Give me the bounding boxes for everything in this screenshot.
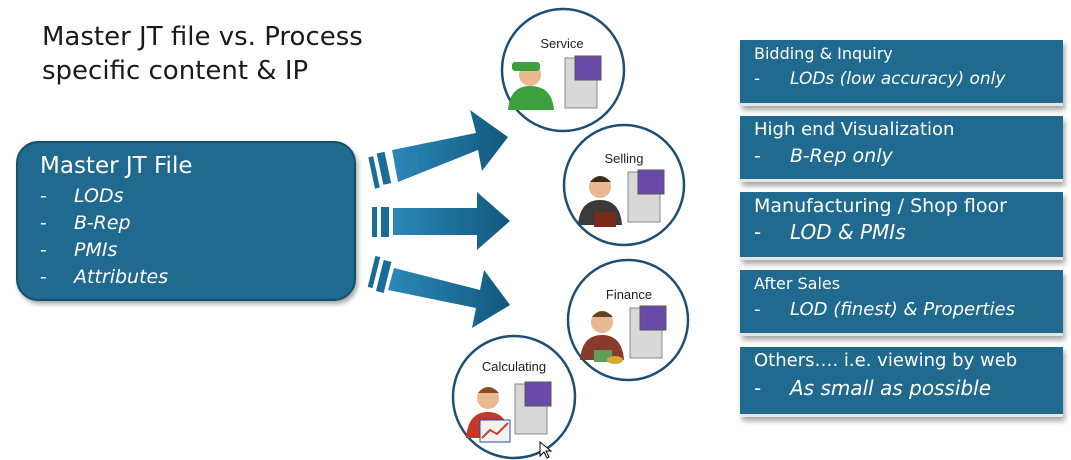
master-content-list: -LODs -B-Rep -PMIs -Attributes bbox=[40, 183, 332, 291]
list-item-text: Attributes bbox=[74, 266, 169, 288]
page-title: Master JT file vs. Process specific cont… bbox=[42, 20, 462, 88]
card-title: Manufacturing / Shop floor bbox=[754, 195, 1007, 217]
card-manufacturing: Manufacturing / Shop floor -LOD & PMIs bbox=[740, 192, 1063, 260]
card-item: -LOD (finest) & Properties bbox=[754, 296, 1053, 324]
card-title: High end Visualization bbox=[754, 119, 955, 140]
card-title: Bidding & Inquiry bbox=[754, 44, 893, 63]
card-item: -LOD & PMIs bbox=[754, 220, 906, 244]
list-item: -LODs bbox=[40, 183, 332, 210]
salesman-icon bbox=[578, 169, 665, 227]
card-item-text: B-Rep only bbox=[790, 145, 893, 167]
arrow-to-service bbox=[368, 110, 508, 189]
list-item-text: PMIs bbox=[74, 239, 118, 261]
finance-clerk-icon bbox=[580, 305, 667, 364]
list-item: -B-Rep bbox=[40, 210, 332, 237]
card-item: -As small as possible bbox=[754, 373, 1053, 403]
role-finance: Finance bbox=[566, 258, 690, 382]
list-item: -Attributes bbox=[40, 264, 332, 291]
role-label: Calculating bbox=[482, 359, 546, 374]
card-after-sales: After Sales -LOD (finest) & Properties bbox=[740, 270, 1063, 336]
list-item-text: B-Rep bbox=[74, 212, 131, 234]
card-others-web: Others…. i.e. viewing by web -As small a… bbox=[740, 347, 1063, 417]
role-selling: Selling bbox=[562, 123, 686, 247]
card-item-text: LOD & PMIs bbox=[790, 220, 906, 244]
mechanic-worker-icon bbox=[508, 55, 602, 110]
card-high-end-visualization: High end Visualization -B-Rep only bbox=[740, 116, 1063, 182]
list-item-text: LODs bbox=[74, 185, 124, 207]
card-item-text: LODs (low accuracy) only bbox=[790, 69, 1006, 89]
card-title: After Sales bbox=[754, 274, 841, 293]
master-jt-file-box: Master JT File -LODs -B-Rep -PMIs -Attri… bbox=[16, 141, 356, 301]
card-item-text: LOD (finest) & Properties bbox=[790, 299, 1015, 320]
role-calculating: Calculating bbox=[451, 334, 577, 460]
arrow-to-selling bbox=[372, 192, 510, 250]
role-label: Selling bbox=[604, 151, 643, 166]
card-item-text: As small as possible bbox=[790, 376, 992, 400]
card-title: Others…. i.e. viewing by web bbox=[754, 350, 1018, 371]
list-item: -PMIs bbox=[40, 237, 332, 264]
card-bidding-inquiry: Bidding & Inquiry -LODs (low accuracy) o… bbox=[740, 40, 1063, 106]
title-line-1: Master JT file vs. Process bbox=[42, 22, 363, 52]
card-item: -LODs (low accuracy) only bbox=[754, 66, 1053, 92]
role-label: Finance bbox=[606, 287, 652, 302]
title-line-2: specific content & IP bbox=[42, 56, 309, 86]
role-service: Service bbox=[500, 7, 626, 133]
analyst-icon bbox=[466, 381, 552, 443]
role-label: Service bbox=[540, 36, 583, 51]
cursor-icon bbox=[539, 440, 553, 459]
card-item: -B-Rep only bbox=[754, 142, 1053, 170]
arrow-to-finance bbox=[367, 255, 510, 328]
master-box-title: Master JT File bbox=[40, 153, 193, 179]
